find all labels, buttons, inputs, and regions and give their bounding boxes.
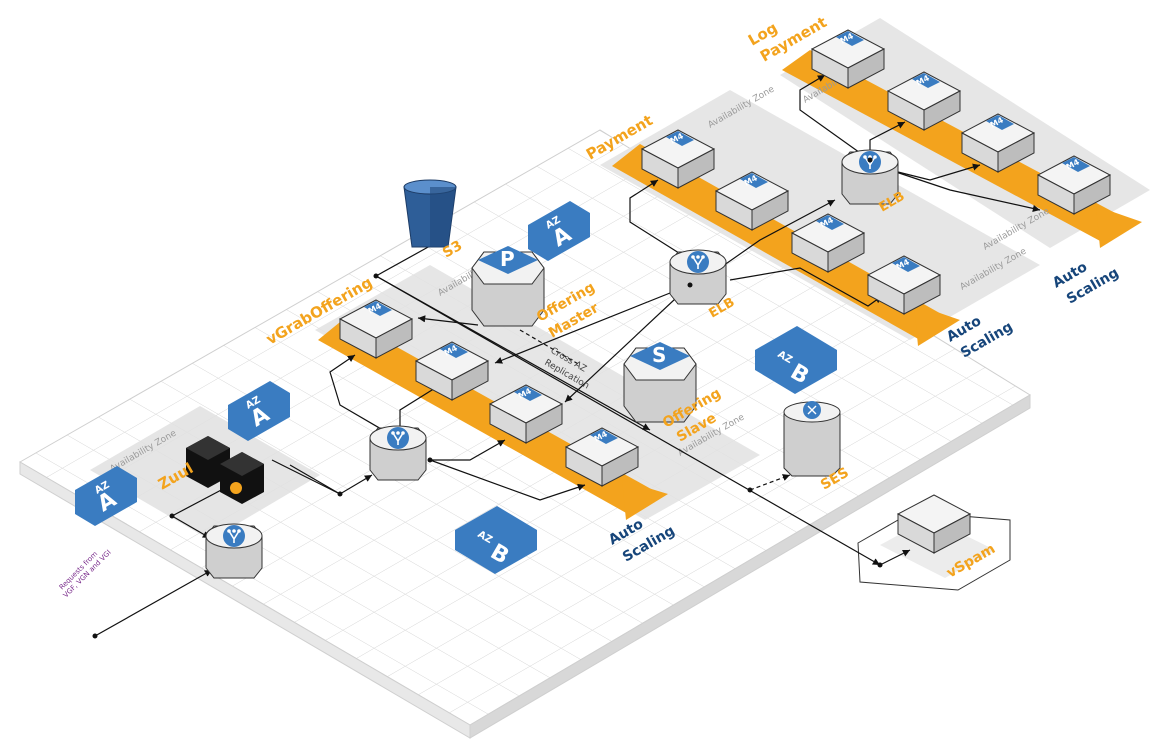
auto-scaling-arrow-log <box>1096 206 1142 248</box>
svg-text:P: P <box>500 247 515 271</box>
svg-text:S: S <box>652 343 666 367</box>
elb-zuul <box>206 524 262 578</box>
elb-vgrab <box>370 426 426 480</box>
elb-payment <box>670 250 726 304</box>
s3-bucket <box>404 180 456 247</box>
api-gateway-icon <box>230 482 242 494</box>
ses-service <box>784 401 840 476</box>
offering-master-db: P <box>472 246 544 326</box>
